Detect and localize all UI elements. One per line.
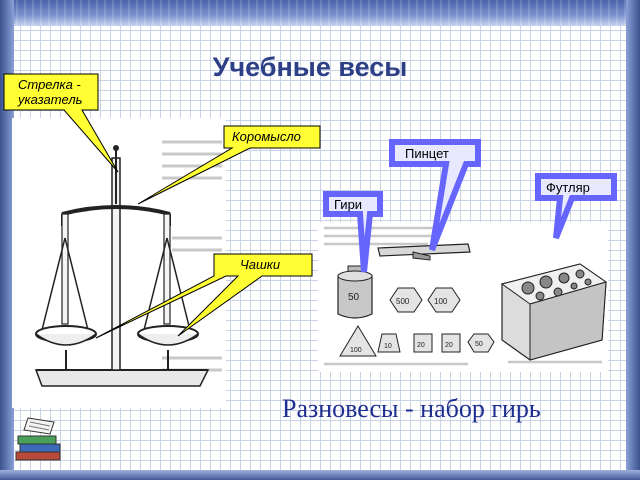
triangle-weight: 100 bbox=[339, 325, 377, 357]
weight-label-1: 500 bbox=[396, 297, 410, 306]
slide-top-border bbox=[0, 0, 640, 26]
plate-weight-20b: 20 bbox=[441, 333, 461, 353]
callout-tweezers-label: Пинцет bbox=[405, 146, 449, 161]
right-pan-hanger bbox=[163, 213, 171, 325]
cylinder-weight: 50 bbox=[337, 265, 373, 319]
slide-right-border bbox=[626, 0, 640, 480]
weight-label-4: 10 bbox=[384, 343, 392, 350]
slide-caption: Разновесы - набор гирь bbox=[282, 394, 541, 423]
weight-label-6: 20 bbox=[445, 342, 453, 349]
callout-beam-label: Коромысло bbox=[232, 129, 301, 144]
scale-beam bbox=[61, 205, 171, 216]
balance-scale-illustration bbox=[12, 118, 226, 408]
callout-pans-label: Чашки bbox=[240, 257, 281, 272]
left-pan-hanger bbox=[61, 213, 69, 325]
books-icon bbox=[15, 417, 61, 461]
weight-label-0: 50 bbox=[348, 292, 360, 303]
tweezers-drawing bbox=[377, 243, 471, 261]
weight-label-2: 100 bbox=[434, 297, 448, 306]
callout-pointer-label-line1: Стрелка - bbox=[18, 77, 81, 92]
callout-case-label: Футляр bbox=[546, 180, 590, 195]
weights-case bbox=[500, 263, 608, 361]
weight-label-3: 100 bbox=[350, 347, 362, 354]
scale-base bbox=[34, 369, 210, 387]
hex-weight-500: 500 bbox=[389, 287, 423, 313]
weights-set-illustration: 50 500 100 100 10 20 20 50 bbox=[318, 222, 608, 372]
plate-weight-20a: 20 bbox=[413, 333, 433, 353]
plate-weight-10: 10 bbox=[377, 333, 401, 353]
plate-weight-50: 50 bbox=[467, 333, 495, 353]
slide-title: Учебные весы bbox=[212, 52, 408, 82]
slide-bottom-border bbox=[0, 470, 640, 480]
hex-weight-100-top: 100 bbox=[427, 287, 461, 313]
callout-weights-label: Гири bbox=[334, 197, 363, 212]
weight-label-5: 20 bbox=[417, 342, 425, 349]
weight-label-7: 50 bbox=[475, 341, 483, 348]
top-border-pattern bbox=[0, 0, 640, 26]
callout-pointer-label-line2: указатель bbox=[18, 92, 83, 107]
